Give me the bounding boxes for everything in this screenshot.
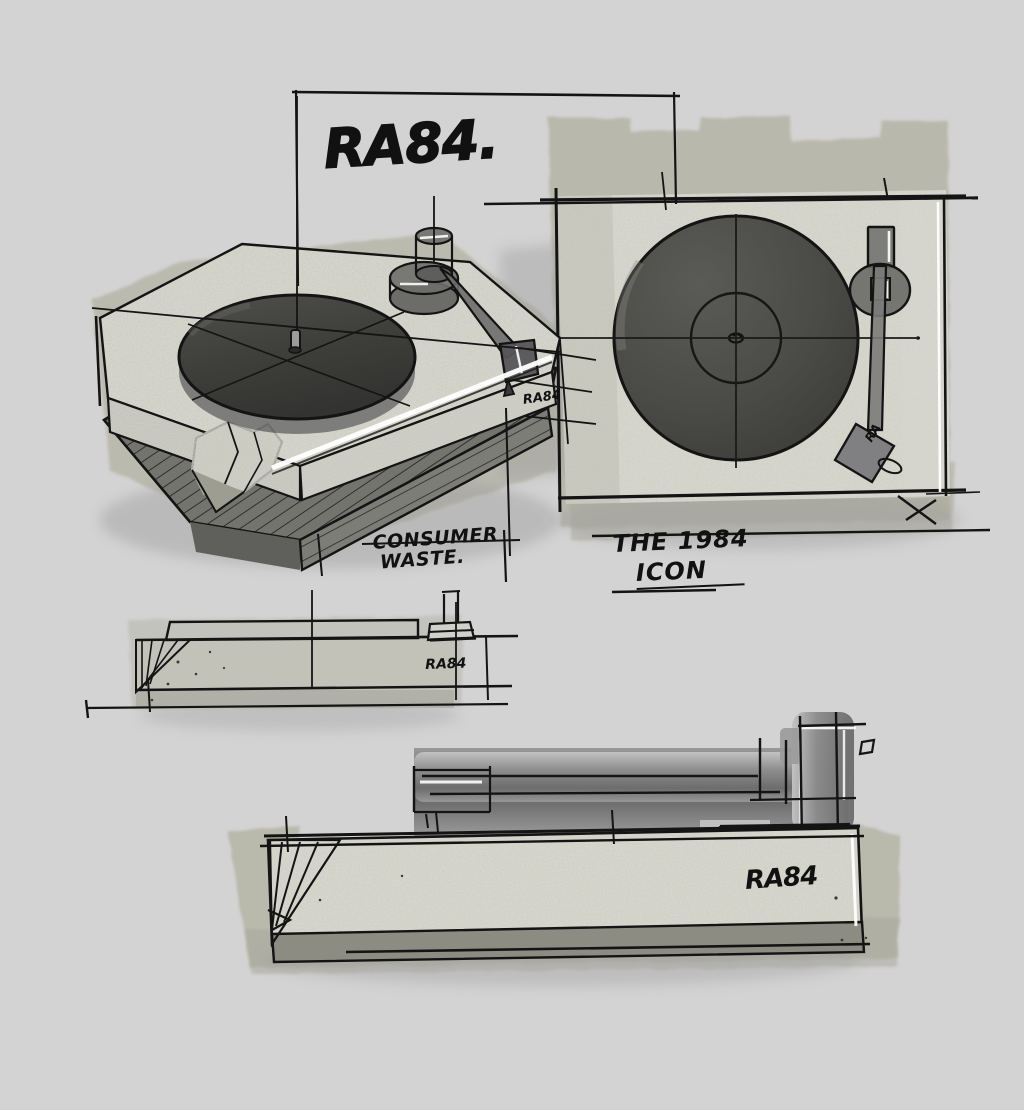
side-plinth-body bbox=[136, 638, 454, 690]
side-plinth-base bbox=[136, 690, 454, 708]
perspective-tonearm-assembly bbox=[388, 226, 540, 398]
front-edge-highlight bbox=[850, 833, 858, 927]
front-plinth-body bbox=[268, 828, 862, 944]
perspective-base-front-right bbox=[300, 408, 552, 570]
perspective-plinth-right-face bbox=[300, 372, 556, 500]
perspective-chipped-corner bbox=[190, 420, 284, 514]
perspective-trim-highlight bbox=[271, 354, 553, 471]
global-construction-lines bbox=[291, 89, 991, 594]
perspective-arm-tube bbox=[440, 268, 520, 358]
side-tonearm-base bbox=[426, 590, 477, 642]
top-edge-highlight bbox=[936, 201, 942, 493]
side-concrete-speckles bbox=[150, 650, 226, 702]
view-front-elevation bbox=[259, 711, 876, 964]
side-construction-lines bbox=[84, 590, 489, 719]
front-tonearm-detail bbox=[412, 711, 876, 847]
front-chamfer-hatch bbox=[267, 838, 343, 948]
view-side-elevation bbox=[84, 590, 519, 719]
perspective-base-front bbox=[190, 522, 300, 570]
view-top-plan bbox=[539, 171, 981, 525]
front-construction-lines bbox=[259, 809, 871, 954]
top-finger-lift bbox=[877, 457, 903, 475]
top-tonearm-assembly bbox=[833, 225, 912, 484]
perspective-stylus bbox=[502, 377, 516, 398]
top-counterweight bbox=[868, 227, 894, 267]
top-platter-highlight bbox=[615, 259, 644, 351]
side-chamfer-hatch bbox=[135, 639, 193, 695]
